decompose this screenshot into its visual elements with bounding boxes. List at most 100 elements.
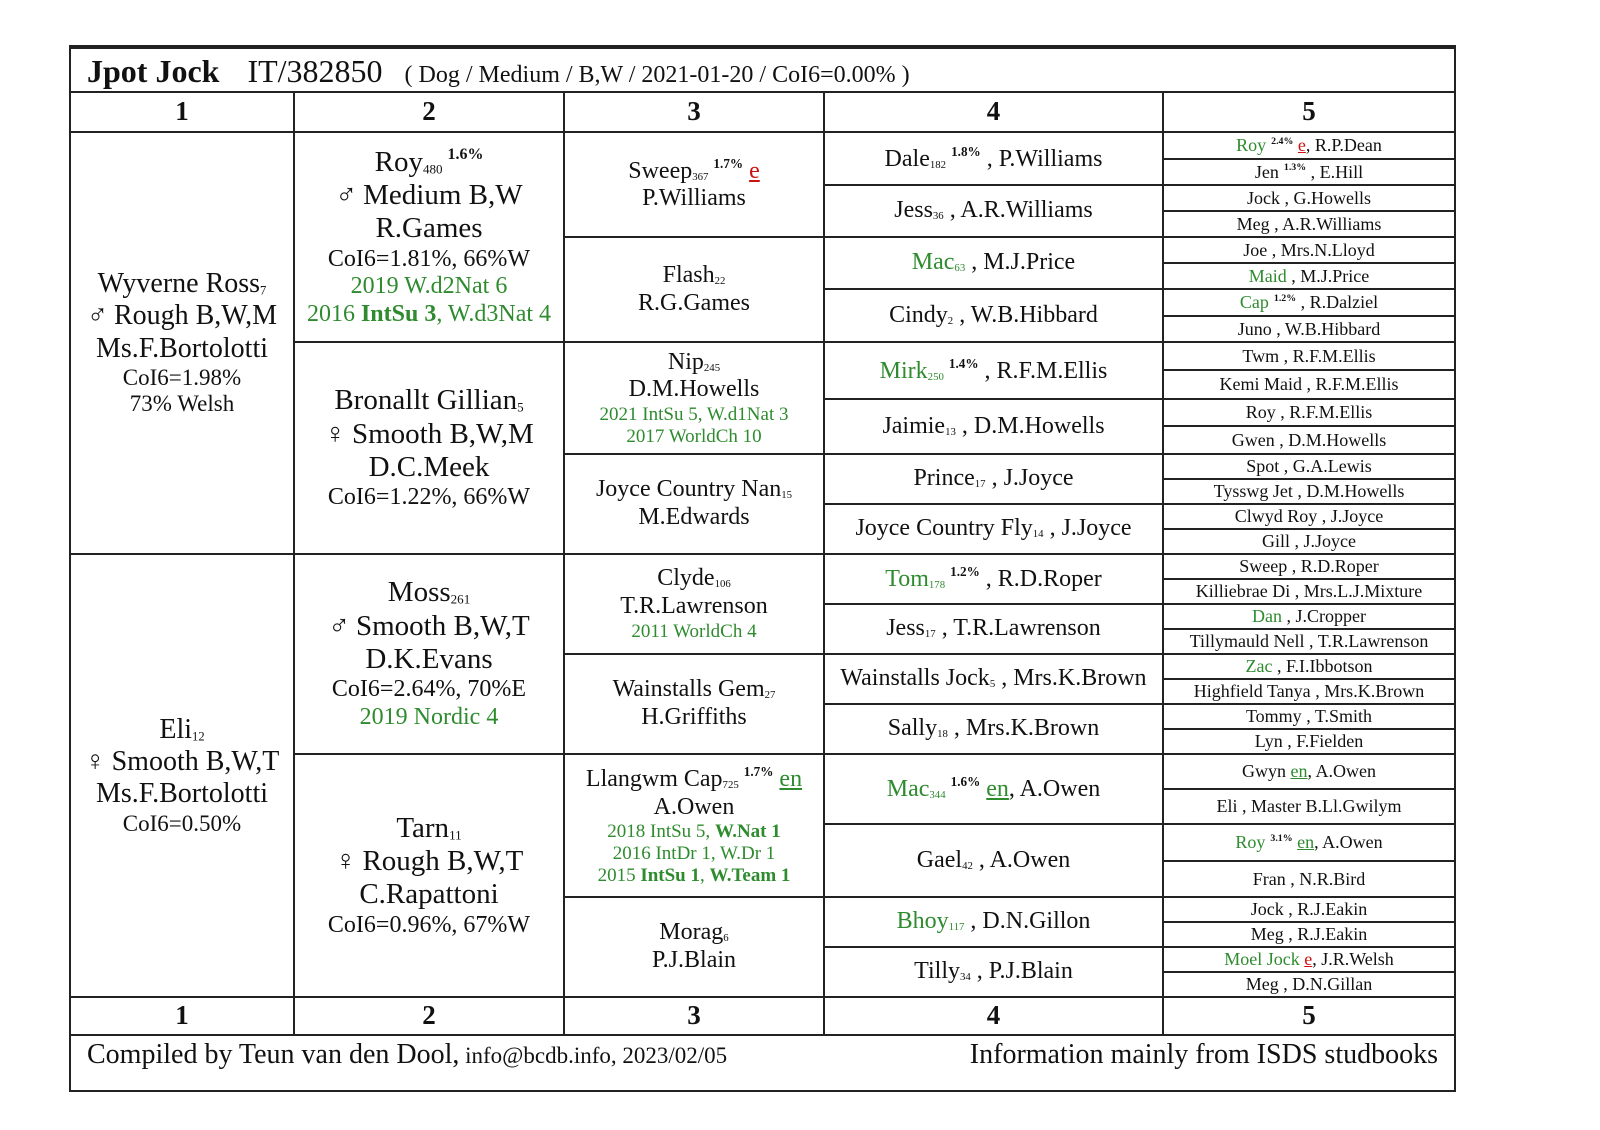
dog-name: Jock: [1247, 187, 1280, 208]
dog-name: Jess: [886, 615, 925, 642]
dog-name: Joyce Country Fly: [855, 515, 1033, 542]
dog-name: Killiebrae Di: [1195, 581, 1291, 602]
dog-name: Morag: [659, 919, 724, 946]
breeder: , Mrs.K.Brown: [953, 715, 1100, 742]
gen4-cell: Wainstalls Jock5 , Mrs.K.Brown: [825, 655, 1164, 705]
breeder: , G.Howells: [1284, 187, 1372, 208]
gen5-cell: Spot , G.A.Lewis: [1164, 455, 1454, 480]
dog-desc: Smooth B,W,T: [355, 609, 530, 642]
dog-name: Fran: [1252, 868, 1286, 889]
breeder: , R.D.Roper: [985, 566, 1102, 593]
dam-name: Eli: [159, 714, 193, 745]
coi: CoI6=1.81%, 66%W: [327, 245, 531, 272]
count: 480: [422, 161, 443, 177]
dog-name: Gwyn: [1242, 761, 1286, 782]
gen5-cell: Meg , A.R.Williams: [1164, 212, 1454, 238]
dog-name: Nip: [667, 348, 704, 375]
column-header-1: 1: [71, 93, 295, 133]
gen5-cell: Clwyd Roy , J.Joyce: [1164, 505, 1454, 530]
gen4-cell: Cindy2 , W.B.Hibbard: [825, 290, 1164, 343]
breeder: C.Rapattoni: [359, 878, 499, 911]
gen5-cell: Killiebrae Di , Mrs.L.J.Mixture: [1164, 580, 1454, 605]
gen5-cell: Gwen , D.M.Howells: [1164, 427, 1454, 455]
dog-name: Joyce Country Nan: [595, 476, 782, 503]
count: 27: [764, 689, 776, 702]
award: ,: [699, 864, 710, 886]
gen4-cell: Mac3441.6% en, A.Owen: [825, 755, 1164, 825]
dog-name: Lyn: [1254, 731, 1283, 752]
breeder: R.Games: [375, 212, 483, 245]
gen5-cell: Highfield Tanya , Mrs.K.Brown: [1164, 680, 1454, 705]
column-footer-4: 4: [825, 998, 1164, 1036]
gen2-cell: Roy4801.6% ♂Medium B,W R.Games CoI6=1.81…: [295, 133, 565, 343]
award-bold: W.Nat 1: [714, 821, 781, 843]
count: 250: [927, 370, 944, 383]
coi: CoI6=2.64%, 70%E: [331, 676, 527, 703]
award: 2015: [597, 864, 641, 886]
gen4-cell: Joyce Country Fly14 , J.Joyce: [825, 505, 1164, 555]
sire-breeder: Ms.F.Bortolotti: [95, 332, 269, 364]
count: 13: [945, 425, 956, 438]
gen5-cell: Twm , R.F.M.Ellis: [1164, 343, 1454, 371]
gen3-cell: Clyde106 T.R.Lawrenson 2011 WorldCh 4: [565, 555, 825, 655]
compiler-contact: info@bcdb.info, 2023/02/05: [459, 1043, 728, 1068]
count: 2: [947, 314, 954, 327]
female-symbol-icon: ♀: [334, 845, 357, 878]
dog-name: Meg: [1245, 974, 1279, 995]
dog-name: Bhoy: [896, 908, 949, 935]
gen4-cell: Jess36 , A.R.Williams: [825, 186, 1164, 238]
male-symbol-icon: ♂: [328, 609, 350, 642]
gen3-cell: Flash22 R.G.Games: [565, 238, 825, 343]
sheet-footer: Compiled by Teun van den Dool, info@bcdb…: [71, 1036, 1454, 1074]
award: 2016 IntDr 1, W.Dr 1: [612, 843, 776, 865]
breeder: , J.Cropper: [1286, 606, 1367, 627]
dog-name: Llangwm Cap: [585, 766, 723, 793]
column-header-5: 5: [1164, 93, 1454, 133]
coi: CoI6=1.22%, 66%W: [327, 484, 531, 511]
dog-name: Twm: [1242, 345, 1280, 366]
breeder: , A.Owen: [1008, 776, 1101, 803]
breeder: D.C.Meek: [368, 450, 490, 483]
breeder: D.K.Evans: [365, 643, 493, 676]
breeder: , P.J.Blain: [976, 958, 1073, 985]
breeder: , F.I.Ibbotson: [1276, 656, 1373, 677]
count: 725: [722, 779, 739, 792]
count: 6: [723, 932, 729, 945]
coi-pct: 3.1%: [1270, 832, 1293, 844]
dog-name: Zac: [1245, 656, 1273, 677]
compiled-by: Compiled by Teun van den Dool, info@bcdb…: [87, 1039, 727, 1071]
breeder: , Mrs.K.Brown: [1315, 681, 1425, 702]
gen5-cell: Maid , M.J.Price: [1164, 264, 1454, 290]
breeder: , W.B.Hibbard: [959, 301, 1098, 328]
breeder: , D.M.Howells: [961, 412, 1105, 439]
gen2-cell: Tarn11 ♀Rough B,W,T C.Rapattoni CoI6=0.9…: [295, 755, 565, 998]
breeder: , W.B.Hibbard: [1276, 318, 1381, 339]
gen4-cell: Mirk2501.4% , R.F.M.Ellis: [825, 343, 1164, 400]
count: 63: [954, 262, 966, 275]
count: 182: [929, 158, 947, 171]
breeder: , P.Williams: [986, 145, 1103, 172]
breeder: , R.Dalziel: [1300, 292, 1379, 313]
breeder: , G.A.Lewis: [1283, 456, 1372, 477]
column-footer-5: 5: [1164, 998, 1454, 1036]
count: 344: [929, 789, 946, 802]
award: , W.d3Nat 4: [436, 300, 552, 327]
coi-pct: 1.2%: [1273, 292, 1297, 304]
breeder: , F.Fielden: [1287, 731, 1364, 752]
gen5-cell: Tommy , T.Smith: [1164, 705, 1454, 730]
count: 5: [989, 678, 996, 691]
gen3-cell: Llangwm Cap7251.7% en A.Owen 2018 IntSu …: [565, 755, 825, 898]
dog-desc: Rough B,W,T: [362, 845, 524, 878]
count: 261: [450, 592, 471, 607]
dog-name: Dale: [884, 145, 930, 172]
dog-name: Clwyd Roy: [1234, 506, 1318, 527]
dog-name: Cindy: [889, 301, 948, 328]
sire-welsh: 73% Welsh: [129, 391, 235, 417]
gen1-sire: Wyverne Ross7 ♂Rough B,W,M Ms.F.Bortolot…: [71, 133, 295, 555]
breeder: , A.Owen: [978, 846, 1071, 873]
dog-name: Roy: [1236, 135, 1267, 156]
breeder: , R.F.M.Ellis: [984, 357, 1108, 384]
breeder: P.Williams: [642, 185, 746, 212]
gen5-cell: Meg , R.J.Eakin: [1164, 923, 1454, 948]
